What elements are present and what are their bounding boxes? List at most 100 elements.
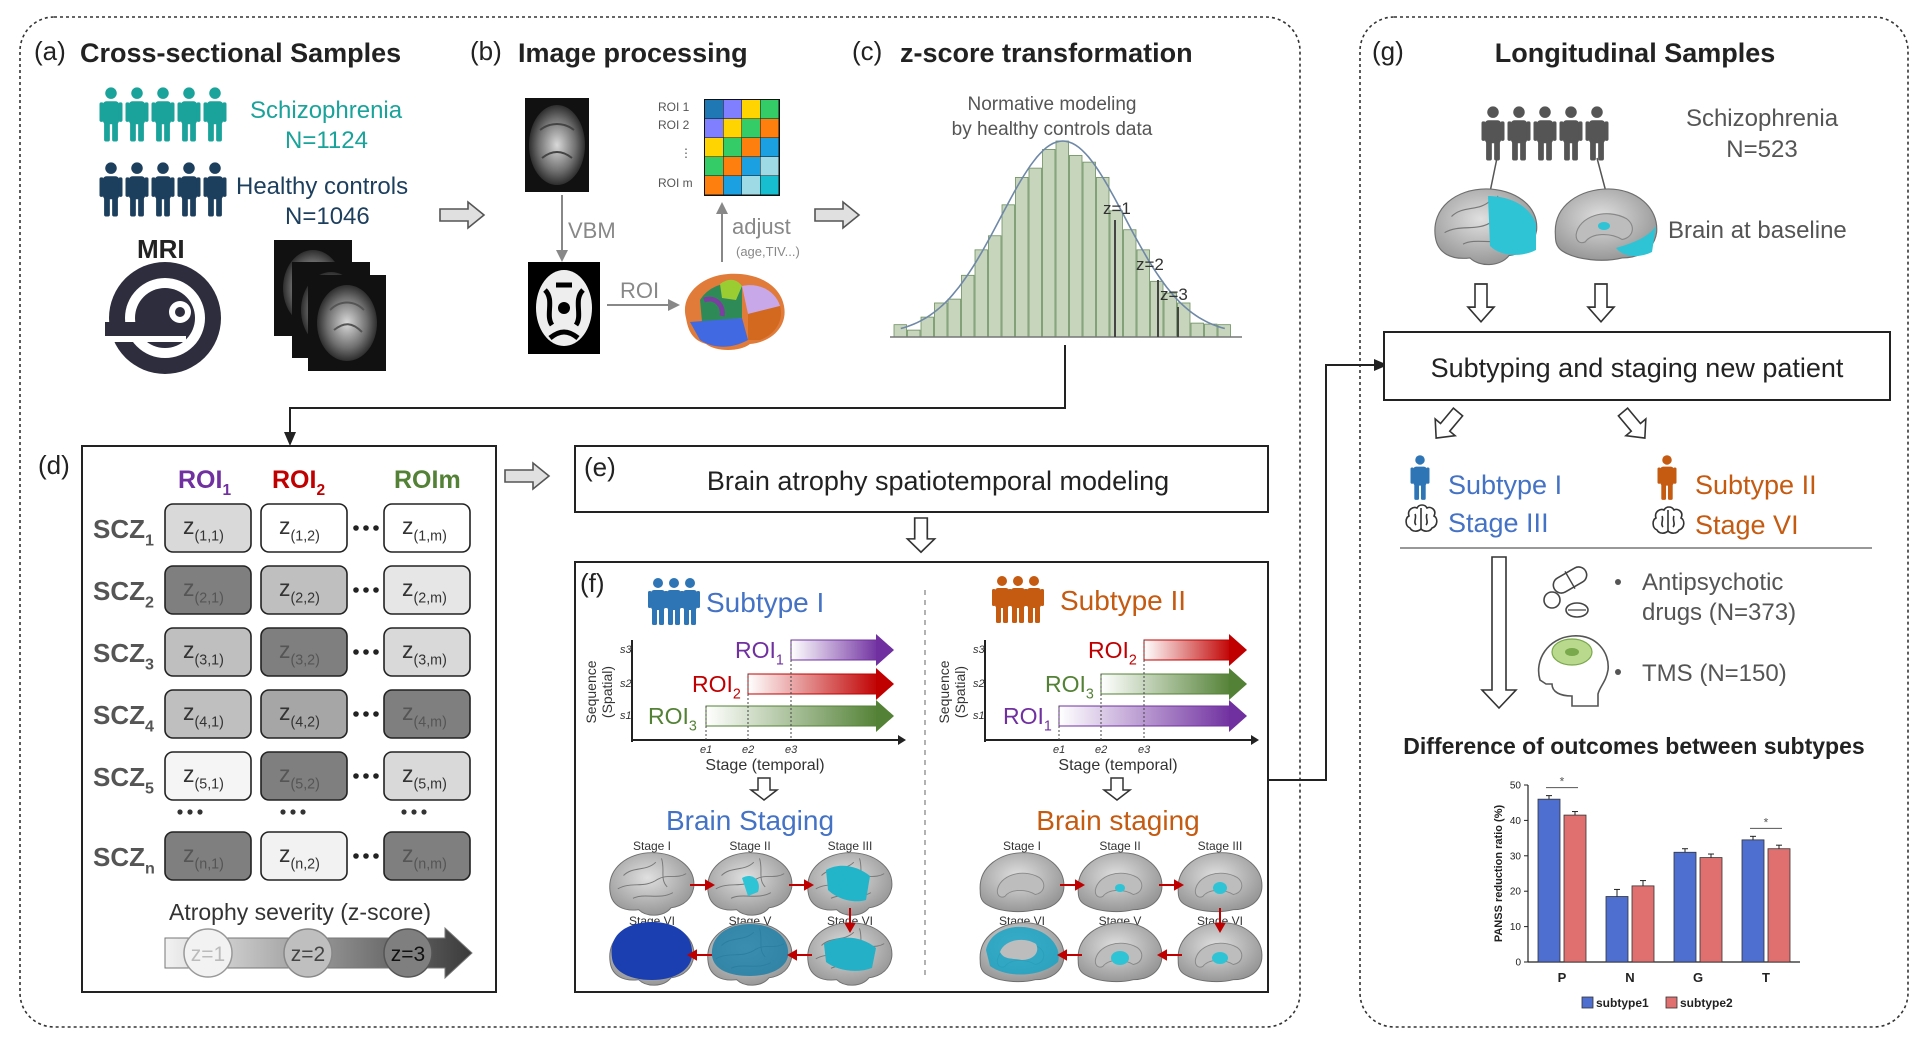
z-cell-label: z(3,2) (279, 637, 320, 668)
z-cell-label: z(4,2) (279, 699, 320, 730)
heatmap-cell (742, 176, 760, 195)
z-cell-label: z(5,m) (402, 761, 447, 792)
panel-a-tag: (a) (34, 36, 66, 66)
roi-row-m: ROI m (658, 176, 693, 190)
s1-stage-top-1: Stage I (633, 839, 671, 853)
roi-row-1: ROI 1 (658, 100, 690, 114)
heatmap-cell (723, 138, 742, 157)
histogram-bar (1001, 204, 1015, 338)
outcome-title: Difference of outcomes between subtypes (1403, 733, 1864, 759)
subtyping-box (1383, 331, 1891, 401)
panel-g-title: Longitudinal Samples (1495, 38, 1776, 68)
heatmap-cell (760, 157, 779, 176)
histogram-bar (934, 302, 948, 338)
arrow-g-right (1617, 407, 1647, 439)
bar-subtype1-G (1673, 851, 1697, 963)
subtype2-xtick-e3: e3 (1138, 744, 1151, 756)
z-cell (383, 565, 471, 615)
z-cell-label: z(5,1) (183, 761, 224, 792)
heatmap-cell (742, 138, 760, 157)
hc-n: N=1046 (285, 203, 370, 230)
brain-icon-2 (1652, 506, 1685, 534)
significance-star: * (1764, 815, 1769, 829)
subtype1-yaxis-2: (Spatial) (599, 666, 615, 718)
heatmap-cell (705, 119, 723, 138)
chart-xtick-G: G (1693, 970, 1703, 985)
tms-head-icon (1537, 635, 1609, 707)
arrow-g-2 (1587, 283, 1615, 323)
treatment2: TMS (N=150) (1642, 660, 1787, 687)
subtype1-brain-stages (609, 852, 893, 986)
mri-label: MRI (137, 234, 185, 264)
result1-subtype: Subtype I (1448, 470, 1562, 500)
panel-d: (d) ROI1 ROI2 ROIm SCZ1z(1,1)z(1,2)z(1,m… (38, 445, 550, 993)
chart-ytick: 20 (1510, 887, 1522, 898)
z-cell (164, 689, 252, 739)
vbm-label: VBM (568, 218, 616, 243)
arrow-to-outcomes (1480, 556, 1518, 710)
z1-label: z=1 (1103, 199, 1131, 218)
scz-row-label: SCZ1 (93, 514, 154, 549)
normal-curve (900, 140, 1226, 330)
z-cell-label: z(1,m) (402, 513, 447, 544)
bar-subtype2-P (1563, 814, 1587, 963)
longitudinal-people-icon (1481, 106, 1609, 161)
z-cell-label: z(3,m) (402, 637, 447, 668)
roi-atlas-brain-image (684, 273, 785, 350)
z-cell-label: z(n,1) (183, 841, 224, 872)
heatmap-cell (760, 100, 779, 119)
subtype2-ytick-s2: s2 (973, 678, 985, 690)
z2-label: z=2 (1136, 255, 1164, 274)
chart-xtick-T: T (1762, 970, 1770, 985)
mri-axial-image (525, 98, 589, 192)
subtype2-sequence-chart: ROI2 ROI3 ROI1 s3 s2 s1 e1 e2 e3 Sequenc… (936, 634, 1259, 774)
heatmap-cell (760, 119, 779, 138)
z-cell (164, 751, 252, 801)
bar-subtype1-T (1741, 839, 1765, 963)
subtype2-person-icon (1657, 455, 1677, 500)
z-cell (164, 503, 252, 553)
subtype1-person-icon (1410, 455, 1430, 500)
panel-g-tag: (g) (1372, 36, 1404, 66)
baseline-label: Brain at baseline (1668, 217, 1847, 244)
healthy-people-icon (99, 162, 227, 217)
scz-row-label: SCZn (93, 842, 155, 877)
z-cell-label: z(4,1) (183, 699, 224, 730)
z-cell (260, 689, 348, 739)
z-cell (260, 627, 348, 677)
severity-z3: z=3 (391, 943, 425, 966)
roi-header-m: ROIm (394, 466, 461, 494)
chart-ytick: 50 (1510, 781, 1522, 792)
s2-stage-top-2: Stage II (1099, 839, 1140, 853)
panel-a-title: Cross-sectional Samples (80, 38, 401, 68)
histogram-bar (1055, 140, 1069, 338)
roi-header-2: ROI2 (272, 466, 325, 499)
roi-row-dots: ⋮ (680, 146, 692, 160)
z-cell-label: z(4,m) (402, 699, 447, 730)
subtype1-staging-title: Brain Staging (666, 805, 834, 836)
chart-ytick: 30 (1510, 851, 1522, 862)
severity-z2: z=2 (291, 943, 325, 966)
chart-xtick-N: N (1625, 970, 1634, 985)
arrow-a-to-b (439, 201, 485, 229)
z-cell (164, 627, 252, 677)
treatment1-line2: drugs (N=373) (1642, 599, 1796, 626)
scz-label: Schizophrenia (250, 97, 403, 124)
subtype1-title: Subtype I (706, 587, 824, 618)
z-cell (164, 565, 252, 615)
panel-d-tag: (d) (38, 450, 70, 480)
heatmap-cell (723, 157, 742, 176)
longitudinal-scz-n: N=523 (1726, 136, 1797, 163)
heatmap-cell (723, 119, 742, 138)
histogram-bar (1123, 229, 1137, 338)
z-cell-label: z(n,2) (279, 841, 320, 872)
subtyping-box-title: Subtyping and staging new patient (1431, 353, 1844, 383)
chart-ytick: 0 (1515, 958, 1521, 969)
z-matrix: SCZ1z(1,1)z(1,2)z(1,m)SCZ2z(2,1)z(2,2)z(… (93, 503, 471, 881)
z-cell-label: z(1,2) (279, 513, 320, 544)
heatmap-cell (760, 176, 779, 195)
histogram-bar (947, 298, 961, 338)
subtype1-bar-1: ROI1 (735, 637, 784, 668)
panel-b: (b) Image processing VBM ROI (470, 36, 860, 354)
s2-stage-top-3: Stage III (1198, 839, 1243, 853)
